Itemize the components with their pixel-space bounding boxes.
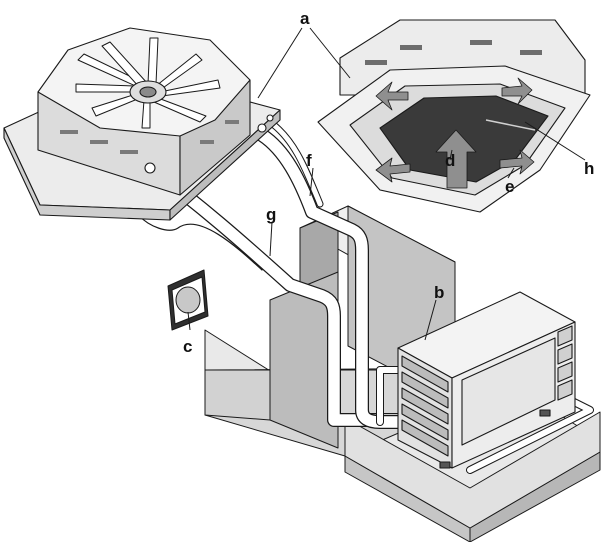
label-f: f: [306, 151, 312, 170]
outlet-arrow-right-bottom: [499, 149, 535, 175]
outdoor-unit: [397, 291, 576, 469]
airflow-arrows: [375, 77, 535, 189]
outlet-arrow-left-top: [375, 81, 409, 111]
label-a: a: [300, 9, 310, 28]
outlet-arrow-right-top: [501, 77, 533, 105]
outlet-arrow-left-bottom: [375, 157, 411, 183]
fan-bracket-spokes: [75, 37, 221, 129]
leader-lines: [187, 27, 586, 341]
label-g: g: [266, 205, 276, 224]
label-h: h: [584, 159, 594, 178]
indoor-unit-top-view: [3, 27, 281, 221]
label-e: e: [505, 177, 514, 196]
label-b: b: [434, 283, 444, 302]
label-c: c: [183, 337, 192, 356]
air-intake-arrow: [435, 129, 477, 189]
wall-plate: [167, 269, 209, 331]
label-d: d: [445, 151, 455, 170]
